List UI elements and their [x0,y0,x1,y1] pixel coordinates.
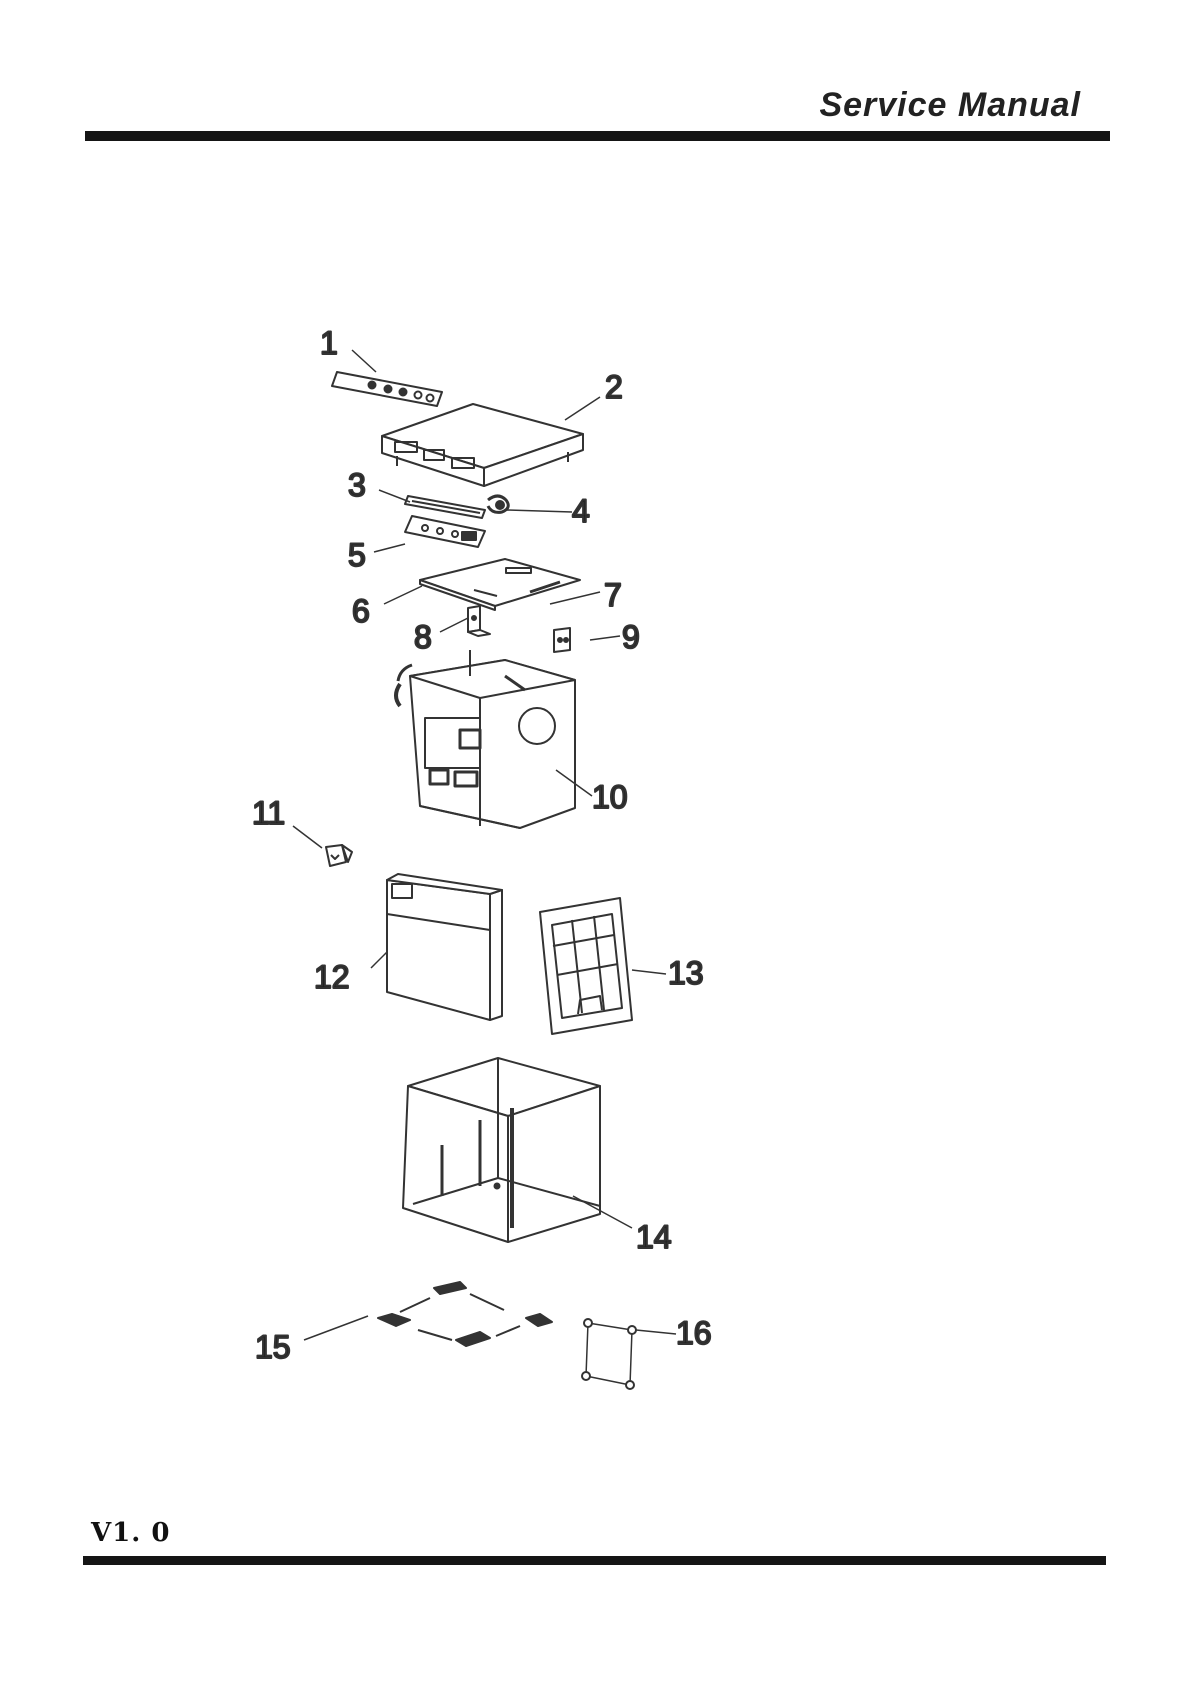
footer-rule [83,1556,1106,1565]
callout-12: 12 [314,959,350,995]
part-15-rubber-feet [378,1282,552,1346]
callout-10: 10 [592,779,628,815]
callout-14: 14 [636,1219,672,1255]
part-16-screws [582,1319,636,1389]
part-2-top-cover [382,404,583,486]
part-1-button-strip [332,372,442,406]
part-12-front-door [387,874,502,1020]
part-14-base-housing [403,1058,600,1242]
part-4-cable [488,496,508,512]
callout-6: 6 [352,593,370,629]
callout-15: 15 [255,1329,291,1365]
callout-16: 16 [676,1315,712,1351]
part-5-panel-board [405,516,485,547]
callout-1: 1 [320,325,338,361]
callout-2: 2 [605,369,623,405]
part-13-grille-frame [540,898,632,1034]
callout-5: 5 [348,537,366,573]
part-11-small-bracket [326,845,352,866]
part-10-mechanism-frame [396,650,575,828]
callout-11: 11 [252,795,285,831]
callout-4: 4 [572,493,590,529]
part-8-bracket [468,606,490,636]
part-9-bracket [554,628,570,652]
callout-9: 9 [622,619,640,655]
part-3-strip [405,496,485,518]
version-label: V1. 0 [91,1518,170,1548]
callout-8: 8 [414,619,432,655]
callout-13: 13 [668,955,704,991]
callout-7: 7 [604,577,622,613]
callout-3: 3 [348,467,366,503]
